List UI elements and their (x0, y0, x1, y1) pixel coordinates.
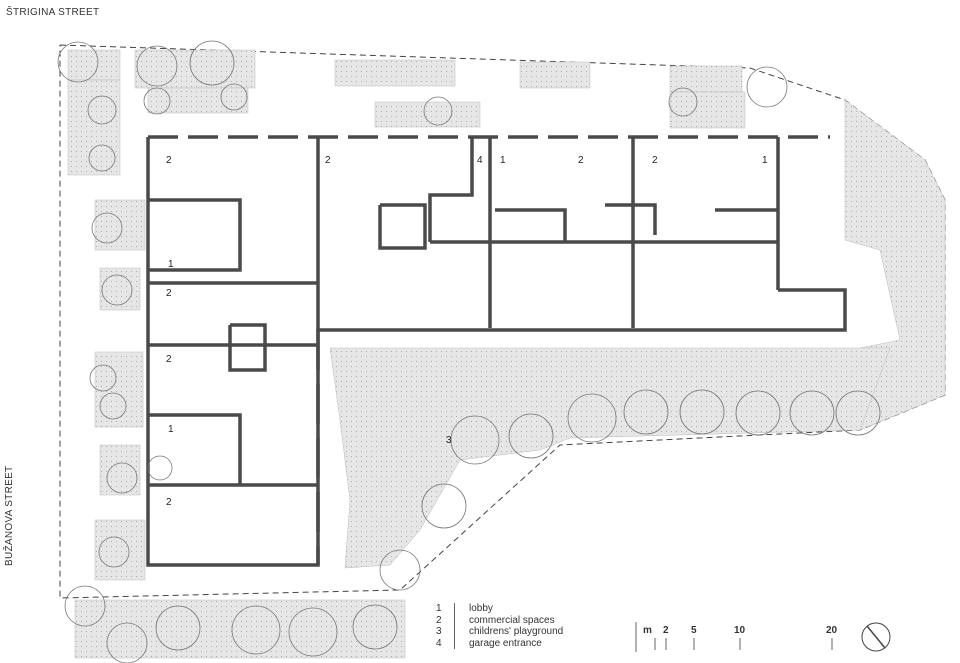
room-label: 2 (325, 155, 331, 166)
room-label: 4 (477, 155, 483, 166)
room-label: 2 (166, 497, 172, 508)
green-areas (67, 49, 946, 659)
room-label: 1 (500, 155, 506, 166)
legend-text: lobby (469, 603, 493, 614)
legend-text: garage entrance (469, 637, 542, 649)
trees (57, 40, 881, 663)
building-walls (146, 135, 847, 567)
street-name-strigina: ŠTRIGINA STREET (6, 7, 100, 18)
room-label: 2 (652, 155, 658, 166)
legend-number: 1 (436, 603, 442, 614)
legend-number: 3 (436, 626, 442, 637)
room-label: 2 (578, 155, 584, 166)
room-label: 3 (446, 435, 452, 446)
scale-bar: m 2 5 10 20 (635, 622, 838, 652)
legend-text: commercial spaces (469, 614, 555, 626)
scale-mark: 10 (734, 625, 746, 636)
scale-mark: 20 (826, 625, 838, 636)
legend-item: 1 lobby (436, 603, 563, 615)
room-label: 1 (168, 424, 174, 435)
legend-number: 4 (436, 637, 442, 649)
room-label: 1 (168, 259, 174, 270)
legend-item: 4 garage entrance (436, 637, 563, 649)
plot-boundary (59, 44, 946, 599)
scale-unit: m (643, 625, 652, 636)
room-labels: 2 2 4 1 2 2 1 1 2 2 1 2 3 (166, 155, 768, 508)
north-arrow-icon (861, 622, 891, 652)
legend-text: childrens' playground (469, 626, 564, 637)
room-label: 2 (166, 354, 172, 365)
scale-mark: 2 (663, 625, 669, 636)
scale-mark: 5 (691, 625, 697, 636)
room-label: 2 (166, 288, 172, 299)
legend-item: 3 childrens' playground (436, 626, 563, 638)
room-label: 2 (166, 155, 172, 166)
legend-item: 2 commercial spaces (436, 614, 563, 626)
legend: 1 lobby 2 commercial spaces 3 childrens'… (436, 603, 563, 649)
room-label: 1 (762, 155, 768, 166)
legend-number: 2 (436, 614, 442, 626)
